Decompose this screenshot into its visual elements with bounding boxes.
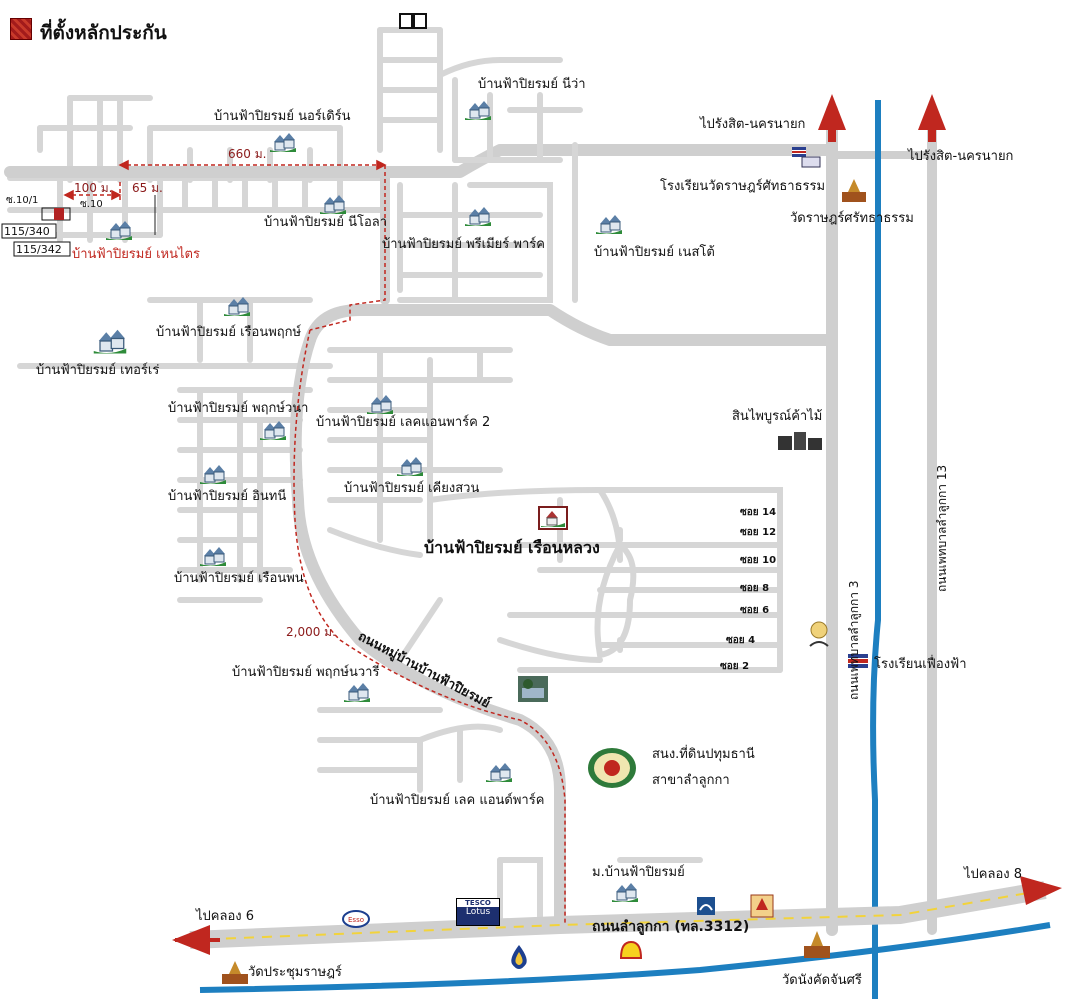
svg-text:Esso: Esso <box>348 916 364 924</box>
emblem-icon <box>809 621 829 647</box>
legend-swatch <box>10 18 32 40</box>
label-wat-prachum: วัดประชุมราษฎร์ <box>248 965 342 980</box>
school-flag-icon <box>792 147 821 168</box>
collateral-lot-marker <box>1 207 71 257</box>
label-wat-nangkat: วัดนังคัดจันศรี <box>782 973 862 988</box>
village-house-icon <box>270 133 296 152</box>
measure-ticks <box>63 159 387 201</box>
lot-label-moo10-1: ซ.10/1 <box>6 195 39 206</box>
label-wat-rat: วัดราษฎร์ศรัทธาธรรม <box>790 211 914 226</box>
tesco-lotus-logo-icon: TESCO Lotus <box>456 898 500 926</box>
village-label-moo: ม.บ้านฟ้าปิยรมย์ <box>592 865 685 880</box>
temple-icon <box>222 961 248 984</box>
dashed-route <box>65 164 566 925</box>
label-to-rangsit-2: ไปรังสิต-นครนายก <box>908 149 1014 164</box>
village-house-icon <box>486 763 512 782</box>
village-label-ruanluang: บ้านฟ้าปิยรมย์ เรือนหลวง <box>424 538 600 557</box>
lotus-label: Lotus <box>465 907 491 917</box>
shell-logo-icon <box>620 940 642 959</box>
village-house-icon <box>200 547 226 566</box>
ptt-fuel-icon <box>511 945 527 969</box>
village-label-hentri: บ้านฟ้าปิยรมย์ เหนไตร <box>72 247 200 262</box>
village-gate-photo-icon <box>518 676 548 702</box>
village-house-icon <box>344 683 370 702</box>
village-label-lakepark: บ้านฟ้าปิยรมย์ เลค แอนด์พาร์ค <box>370 793 545 808</box>
village-house-icon <box>93 329 127 354</box>
village-label-ruanpruk: บ้านฟ้าปิยรมย์ เรือนพฤกษ์ <box>156 325 302 340</box>
lot-number-2: 115/342 <box>16 243 62 256</box>
canal-south <box>199 922 1051 993</box>
measurement-65: 65 ม. <box>132 181 163 195</box>
west-grid <box>17 297 513 603</box>
lot-label-moo10: ซ.10 <box>80 199 103 210</box>
measurement-100: 100 ม. <box>74 181 113 195</box>
measurement-2000: 2,000 ม. <box>286 625 336 639</box>
label-to-rangsit-1: ไปรังสิต-นครนายก <box>700 117 806 132</box>
village-house-icon <box>465 207 491 226</box>
label-land-office-1: สนง.ที่ดินปทุมธานี <box>652 747 755 762</box>
temple-icon <box>842 179 866 202</box>
village-label-pruksawaree: บ้านฟ้าปิยรมย์ พฤกษ์นวารี <box>232 665 380 680</box>
arrow-to-klong8 <box>1020 876 1062 905</box>
arrow-to-klong6 <box>172 925 220 955</box>
label-road-lamlukka3: ถนนเพทบาลลำลูกกา 3 <box>847 580 861 700</box>
label-to-klong8: ไปคลอง 8 <box>964 867 1023 882</box>
village-house-icon <box>596 215 622 234</box>
soi-label-6: ซอย 6 <box>740 605 770 616</box>
arrow-to-rangsit-1 <box>818 94 846 142</box>
canal <box>870 100 881 999</box>
ruanluang-grid <box>397 487 783 673</box>
village-house-icon <box>320 195 346 214</box>
village-label-terrace: บ้านฟ้าปิยรมย์ เทอร์เร่ <box>36 363 160 378</box>
village-label-neva: บ้านฟ้าปิยรมย์ นีว่า <box>478 77 586 92</box>
arrow-to-rangsit-2 <box>918 94 946 142</box>
village-label-ruanphon: บ้านฟ้าปิยรมย์ เรือนพน <box>174 571 304 586</box>
village-house-icon <box>200 465 226 484</box>
village-house-icon <box>367 395 393 414</box>
soi-label-4: ซอย 4 <box>726 635 756 646</box>
school-flag-icon <box>848 654 868 668</box>
label-school-fuengfa: โรงเรียนเฟื่องฟ้า <box>874 657 967 672</box>
shop-building-icon <box>778 432 822 450</box>
village-house-icon <box>106 221 132 240</box>
village-label-lakepark2: บ้านฟ้าปิยรมย์ เลคแอนพาร์ค 2 <box>316 415 491 430</box>
village-label-kiengsuan: บ้านฟ้าปิยรมย์ เคียงสวน <box>344 481 480 496</box>
village-label-nesto: บ้านฟ้าปิยรมย์ เนสโต้ <box>594 245 715 260</box>
village-label-pruksawana: บ้านฟ้าปิยรมย์ พฤกษ์วนา <box>168 401 309 416</box>
lot-number-1: 115/340 <box>4 225 50 238</box>
esso-logo-icon: Esso <box>342 910 370 928</box>
village-house-icon <box>465 101 491 120</box>
label-road-lamlukka13: ถนนเพทบาลลำลูกกา 13 <box>935 464 949 592</box>
legend-label: ที่ตั้งหลักประกัน <box>40 22 167 44</box>
village-house-icon <box>224 297 250 316</box>
soi-label-8: ซอย 8 <box>740 583 770 594</box>
village-house-icon <box>538 506 568 530</box>
measurement-660: 660 ม. <box>228 147 267 161</box>
soi-label-12: ซอย 12 <box>740 527 777 538</box>
village-house-icon <box>397 457 423 476</box>
temple-icon <box>804 931 830 958</box>
label-land-office-2: สาขาลำลูกกา <box>652 773 730 788</box>
bank-logo-icon <box>697 897 715 915</box>
soi-label-14: ซอย 14 <box>740 507 777 518</box>
south-grid <box>317 707 703 923</box>
village-label-northern: บ้านฟ้าปิยรมย์ นอร์เดิร์น <box>214 109 351 124</box>
village-house-icon <box>260 421 286 440</box>
label-main-road: ถนนลำลูกกา (ทล.3312) <box>592 919 750 935</box>
soi-label-10: ซอย 10 <box>740 555 777 566</box>
village-label-premier: บ้านฟ้าปิยรมย์ พรีเมียร์ พาร์ค <box>382 237 545 252</box>
tesco-label: TESCO <box>457 899 499 907</box>
label-to-klong6: ไปคลอง 6 <box>196 909 255 924</box>
village-label-inthi: บ้านฟ้าปิยรมย์ อินทนี <box>168 489 287 504</box>
village-house-icon <box>612 883 638 902</box>
label-sin-paiboon: สินไพบูรณ์ค้าไม้ <box>732 409 823 424</box>
shrine-icon <box>750 894 774 918</box>
village-label-nilo: บ้านฟ้าปิยรมย์ นีโอลา <box>264 215 388 230</box>
label-school-watrat: โรงเรียนวัดราษฎร์ศัทธาธรรม <box>660 179 826 194</box>
north-grid <box>377 27 583 303</box>
land-office-seal-icon <box>588 748 636 788</box>
soi-label-2: ซอย 2 <box>720 661 750 672</box>
